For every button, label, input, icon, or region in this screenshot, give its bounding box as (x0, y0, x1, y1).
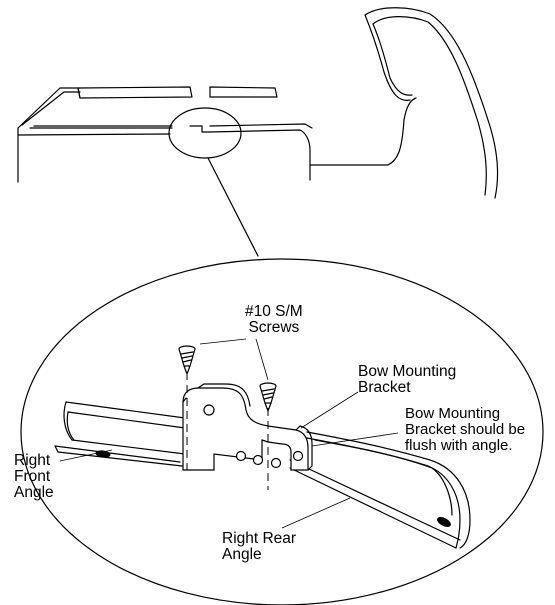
right-front-angle-label: Right Front Angle (14, 452, 54, 501)
rear-angle-slot (437, 516, 451, 528)
bracket-hole (235, 450, 247, 462)
vehicle-overview (17, 7, 499, 257)
magnified-detail-ellipse (20, 258, 544, 605)
flush-note-label: Bow Mounting Bracket should be flush wit… (405, 405, 526, 454)
screw-icon (259, 382, 277, 412)
bracket-hole (252, 454, 264, 466)
bracket-hole (203, 404, 215, 416)
leader-lines (59, 338, 399, 529)
detail-callout-circle (168, 107, 242, 159)
rear-angle (289, 431, 471, 549)
bow-mounting-bracket (182, 372, 313, 490)
bracket-hole (292, 450, 304, 462)
front-angle (54, 401, 186, 467)
screws-label: #10 S/M Screws (245, 303, 303, 336)
screws (178, 345, 277, 412)
bracket-hole (270, 457, 282, 469)
right-rear-angle-label: Right Rear Angle (222, 530, 297, 563)
bow-mounting-bracket-label: Bow Mounting Bracket (358, 363, 457, 396)
screw-icon (178, 345, 196, 375)
